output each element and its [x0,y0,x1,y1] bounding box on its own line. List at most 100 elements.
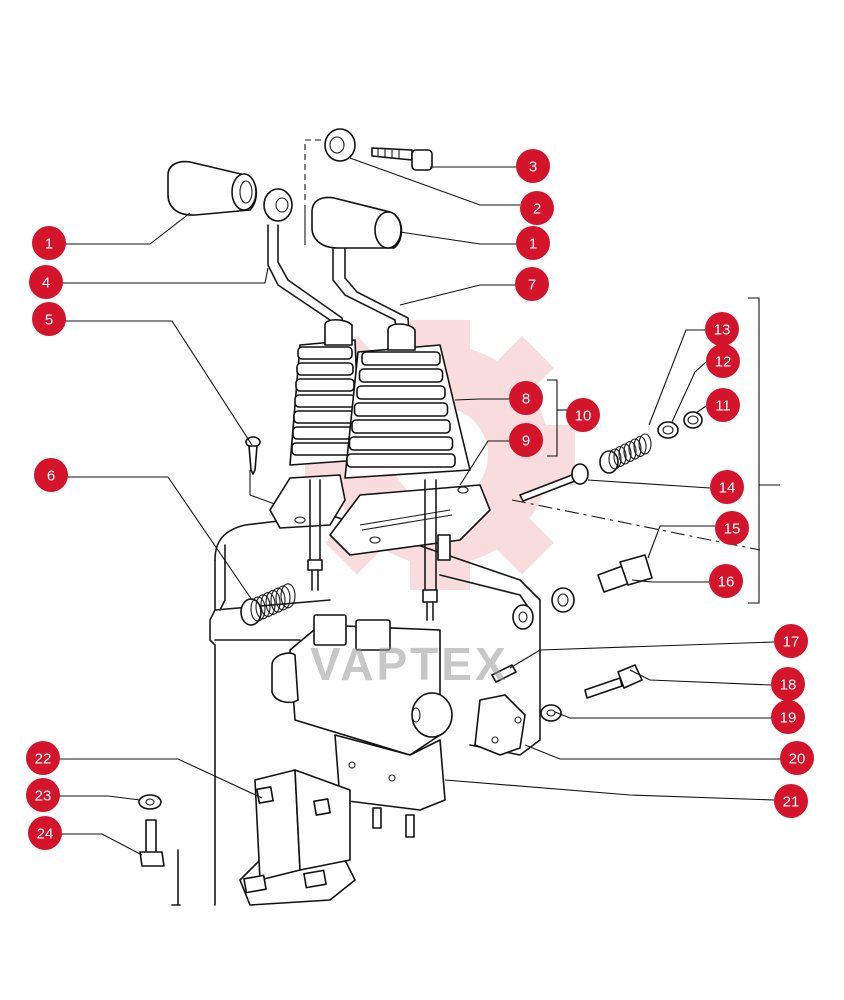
callout-number: 20 [789,751,806,768]
callout-badge-3: 3 [516,149,550,183]
callout-number: 12 [715,354,732,371]
leader-line-15 [647,525,715,559]
grouping-brackets [547,297,780,604]
spring-coil [250,596,266,622]
callout-badge-23: 23 [26,778,60,812]
boot-rib [297,346,353,360]
spring-coil [280,583,296,609]
callout-badge-6: 6 [34,458,68,492]
side-bracket-plate [474,694,526,756]
callout-number: 18 [780,677,797,694]
watermark-text: VAPTEX [310,638,509,690]
adapter-and-nut [512,554,653,630]
callout-badge-8: 8 [509,381,543,415]
callout-badge-24: 24 [28,816,62,850]
callout-number: 17 [783,634,800,651]
boot-rib [348,436,454,451]
boot-rib [361,351,441,366]
boot-rib [356,385,446,400]
leader-line-5 [64,320,253,446]
leader-line-14 [587,479,711,489]
valve-block [271,614,453,838]
leader-line-1 [64,212,191,245]
mounting-bracket [239,769,356,906]
leader-line-21 [444,779,775,801]
callout-badge-14: 14 [710,470,744,504]
leader-line-18 [629,669,772,686]
callout-number: 5 [45,312,53,329]
callout-number: 22 [35,751,52,768]
spring-coil [608,448,622,470]
boot-rib [292,426,358,440]
leader-line-2 [349,157,520,206]
callout-badge-13: 13 [705,312,739,346]
leader-line-20 [524,744,780,760]
leader-lines [58,157,780,856]
leader-line-11 [695,405,707,414]
callout-badge-19: 19 [771,700,805,734]
spring-coil [623,440,637,463]
leader-line-24 [60,833,143,856]
callout-badge-9: 9 [509,423,543,457]
boots-bellows [289,318,471,479]
callout-badge-21: 21 [774,784,808,818]
spring-coil [638,433,652,455]
leader-line-4 [61,267,269,284]
spring-coil [265,589,281,615]
spring-coil [275,585,291,611]
callout-number: 11 [715,398,731,415]
callout-badge-15: 15 [715,511,749,545]
boot-rib [351,419,451,434]
callout-badge-5: 5 [32,302,66,336]
boot-rib [293,410,357,424]
callout-badge-18: 18 [771,667,805,701]
spring-coil [618,443,632,465]
callout-badge-17: 17 [774,624,808,658]
callout-badge-20: 20 [780,741,814,775]
callout-badge-7: 7 [515,267,549,301]
leader-line-12 [671,361,707,423]
spring-coil [255,594,271,620]
callout-number: 3 [529,159,537,176]
boot-rib [296,362,354,376]
callout-badge-11: 11 [706,388,740,422]
spring-coil [613,445,627,468]
leader-line-9 [459,440,509,486]
roll-pin [491,664,517,683]
callout-number: 1 [45,236,53,253]
spring-right [599,411,703,474]
leader-line-1 [399,231,516,245]
callout-badge-1: 1 [516,226,550,260]
boot-rib [358,368,444,383]
boot-rib [346,453,456,468]
leader-line-8 [454,398,509,401]
top-bushing-and-screw [324,128,433,171]
callout-badge-4: 4 [29,265,63,299]
push-rods [307,479,451,621]
callout-number: 15 [724,521,741,538]
leader-line-13 [648,329,705,426]
callout-badge-22: 22 [26,741,60,775]
callout-badge-12: 12 [706,344,740,378]
bolt-and-washer [540,664,643,722]
small-screw [245,436,261,475]
callout-number: 19 [780,710,797,727]
callout-badge-1: 1 [32,226,66,260]
leader-line-19 [554,711,771,719]
boot-rib [353,402,449,417]
leader-line-17 [509,641,775,669]
callout-number: 13 [714,322,731,339]
bottom-washer-and-bolt [138,794,165,867]
callout-number: 10 [575,408,592,425]
spring-left [240,583,296,626]
spring-coil [628,438,642,460]
leader-line-16 [631,579,709,583]
callout-number: 9 [522,433,530,450]
boot-rib [295,378,355,392]
leader-line-22 [58,758,263,799]
leader-line-23 [58,795,141,801]
callout-badge-16: 16 [709,564,743,598]
callout-number: 4 [42,275,50,292]
